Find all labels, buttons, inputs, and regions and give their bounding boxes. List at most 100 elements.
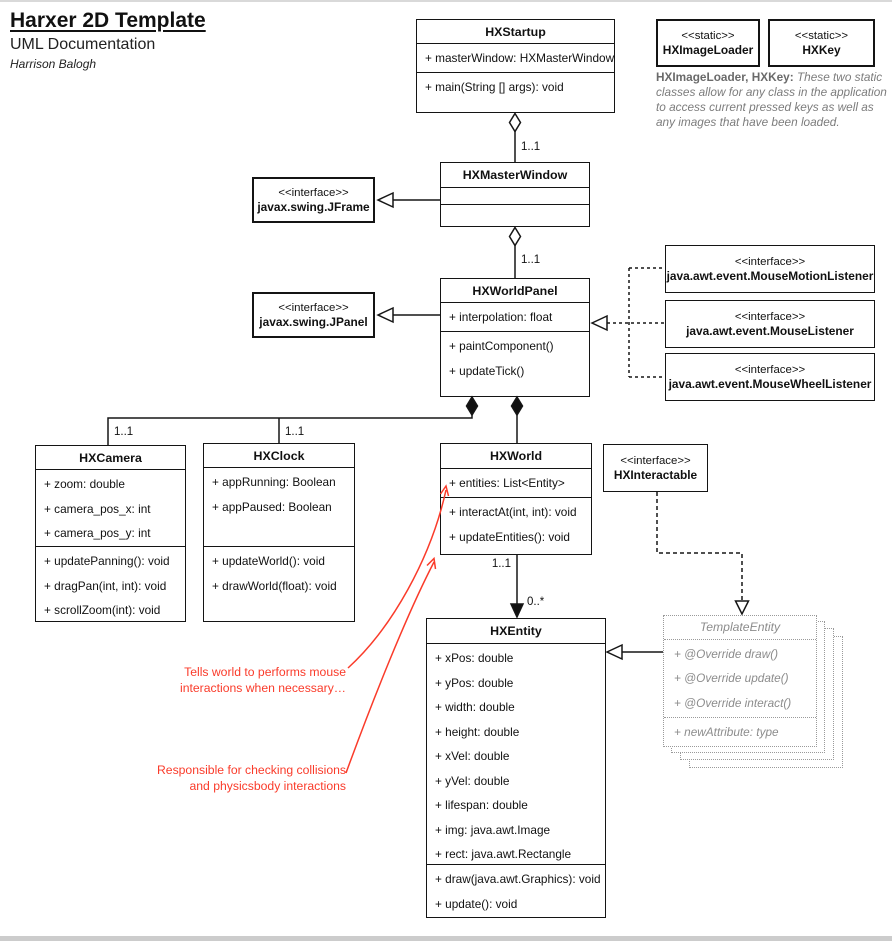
hxstartup-attributes: + masterWindow: HXMasterWindow — [417, 44, 614, 73]
page-title: Harxer 2D Template — [10, 9, 206, 32]
class-member: + camera_pos_x: int — [44, 501, 151, 516]
annotation-line: Tells world to performs mouse — [184, 665, 346, 679]
multiplicity-label: 1..1 — [491, 558, 511, 570]
class-member: + updateEntities(): void — [449, 529, 570, 544]
static-note-body: These two static classes allow for any c… — [656, 70, 887, 129]
edge-templateentity-entity — [605, 643, 663, 661]
class-hxcamera: HXCamera + zoom: double + camera_pos_x: … — [35, 445, 186, 622]
class-title-hxworldpanel: HXWorldPanel — [441, 279, 589, 303]
page-author: Harrison Balogh — [10, 57, 97, 71]
hxcamera-methods: + updatePanning(): void + dragPan(int, i… — [36, 547, 185, 625]
interface-name: java.awt.event.MouseWheelListener — [668, 376, 872, 391]
annotation-line: and physicsbody interactions — [189, 779, 347, 793]
class-title-hxclock: HXClock — [204, 444, 354, 468]
static-classes-note: HXImageLoader, HXKey: These two static c… — [656, 70, 887, 130]
annotation-mouse-interactions: Tells world to performs mouse interactio… — [128, 664, 346, 696]
class-member: + zoom: double — [44, 477, 125, 491]
class-member: + entities: List<Entity> — [449, 476, 565, 490]
class-member: + width: double — [435, 700, 515, 714]
class-hxkey: <<static>> HXKey — [768, 19, 875, 67]
class-title-hxstartup: HXStartup — [417, 20, 614, 44]
class-title-hxmasterwindow: HXMasterWindow — [441, 163, 589, 188]
class-member: + paintComponent() — [449, 339, 554, 353]
interface-jpanel: <<interface>> javax.swing.JPanel — [252, 292, 375, 338]
top-edge-line — [0, 0, 892, 2]
class-member: + appRunning: Boolean — [212, 475, 336, 489]
hxworldpanel-methods: + paintComponent() + updateTick() — [441, 332, 589, 396]
class-member: + update(): void — [435, 896, 518, 911]
stereotype-interface: <<interface>> — [734, 363, 806, 376]
edge-worldpanel-world — [510, 395, 524, 443]
interface-mousewheellistener: <<interface>> java.awt.event.MouseWheelL… — [665, 353, 875, 401]
class-member: + scrollZoom(int): void — [44, 603, 161, 617]
hxclock-attributes: + appRunning: Boolean + appPaused: Boole… — [204, 468, 354, 547]
class-member: + updateTick() — [449, 363, 525, 378]
class-hxstartup: HXStartup + masterWindow: HXMasterWindow… — [416, 19, 615, 113]
class-member: + newAttribute: type — [674, 724, 779, 739]
stereotype-interface: <<interface>> — [278, 301, 349, 314]
hxmasterwindow-methods — [441, 205, 589, 226]
class-member: + masterWindow: HXMasterWindow — [425, 51, 615, 65]
class-member: + height: double — [435, 724, 520, 739]
interface-hxinteractable: <<interface>> HXInteractable — [603, 444, 708, 492]
class-member: + camera_pos_y: int — [44, 526, 151, 540]
interface-name: javax.swing.JFrame — [257, 199, 370, 214]
annotation-arrow-collision — [345, 556, 437, 774]
hxworld-attributes: + entities: List<Entity> — [441, 469, 591, 498]
class-hxclock: HXClock + appRunning: Boolean + appPause… — [203, 443, 355, 622]
class-templateentity: TemplateEntity + @Override draw() + @Ove… — [663, 615, 817, 747]
class-member: + lifespan: double — [435, 798, 528, 812]
hxentity-attributes: + xPos: double + yPos: double + width: d… — [427, 644, 605, 865]
templateentity-attributes: + newAttribute: type — [664, 718, 816, 747]
interface-name: javax.swing.JPanel — [259, 314, 368, 329]
class-member: + yVel: double — [435, 773, 510, 788]
static-note-lead: HXImageLoader, HXKey: — [656, 70, 794, 84]
hxmasterwindow-attributes — [441, 188, 589, 205]
annotation-line: Responsible for checking collisions — [156, 763, 346, 777]
class-member: + dragPan(int, int): void — [44, 578, 167, 593]
class-member: + xVel: double — [435, 749, 510, 763]
bottom-edge-bar — [0, 936, 892, 941]
stereotype-interface: <<interface>> — [734, 310, 806, 323]
interface-mouselistener: <<interface>> java.awt.event.MouseListen… — [665, 300, 875, 348]
class-title-hxcamera: HXCamera — [36, 446, 185, 470]
class-title-hxentity: HXEntity — [427, 619, 605, 644]
class-member: + yPos: double — [435, 675, 514, 690]
edge-masterwindow-jframe — [376, 191, 440, 209]
edge-interactable-templateentity — [656, 492, 750, 616]
templateentity-methods: + @Override draw() + @Override update() … — [664, 640, 816, 718]
multiplicity-label: 1..1 — [285, 426, 305, 438]
class-title-templateentity: TemplateEntity — [664, 616, 816, 640]
multiplicity-label: 0..* — [527, 596, 545, 608]
class-member: + updatePanning(): void — [44, 554, 170, 568]
stereotype-interface: <<interface>> — [734, 255, 806, 268]
edge-world-entity — [509, 555, 525, 619]
multiplicity-label: 1..1 — [521, 141, 541, 153]
multiplicity-label: 1..1 — [114, 426, 134, 438]
interface-name: HXInteractable — [613, 467, 698, 482]
class-hxmasterwindow: HXMasterWindow — [440, 162, 590, 227]
class-member: + xPos: double — [435, 651, 514, 665]
stereotype-static: <<static>> — [794, 29, 849, 42]
class-hxentity: HXEntity + xPos: double + yPos: double +… — [426, 618, 606, 918]
class-member: + @Override update() — [674, 671, 789, 685]
class-member: + @Override interact() — [674, 695, 792, 710]
class-member: + interactAt(int, int): void — [449, 505, 577, 519]
stereotype-static: <<static>> — [681, 29, 735, 42]
interface-mousemotionlistener: <<interface>> java.awt.event.MouseMotion… — [665, 245, 875, 293]
class-hximageloader: <<static>> HXImageLoader — [656, 19, 760, 67]
interface-name: java.awt.event.MouseMotionListener — [666, 268, 874, 283]
class-member: + @Override draw() — [674, 646, 779, 661]
class-member: + main(String [] args): void — [425, 80, 564, 94]
hxstartup-methods: + main(String [] args): void — [417, 73, 614, 112]
annotation-collisions: Responsible for checking collisions and … — [128, 762, 346, 794]
interface-jframe: <<interface>> javax.swing.JFrame — [252, 177, 375, 223]
multiplicity-label: 1..1 — [521, 254, 541, 266]
edge-listeners-worldpanel — [590, 267, 665, 378]
edge-masterwindow-worldpanel — [508, 226, 522, 278]
static-name: HXImageLoader — [662, 42, 754, 57]
interface-name: java.awt.event.MouseListener — [686, 323, 854, 338]
stereotype-interface: <<interface>> — [620, 454, 691, 467]
class-title-hxworld: HXWorld — [441, 444, 591, 469]
